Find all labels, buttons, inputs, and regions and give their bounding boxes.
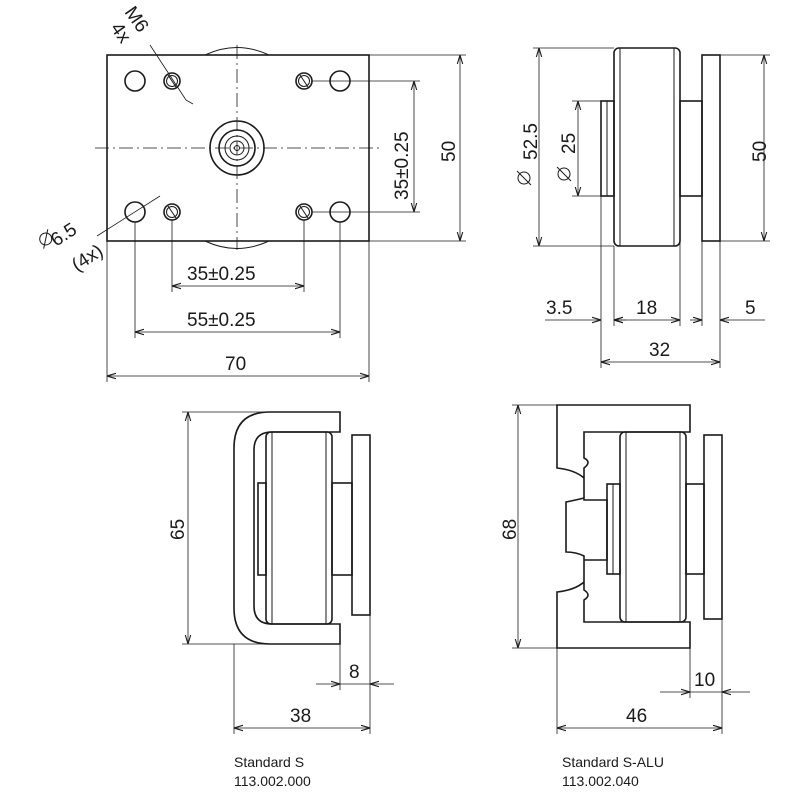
plate-thickness-label: 5 <box>745 298 756 319</box>
through-hole <box>124 70 146 92</box>
top-view: M6 4x 6.5 (4x) 35±0.25 50 35±0.25 55±0.2… <box>39 3 466 382</box>
roller-body <box>613 47 681 247</box>
axle-spacer <box>331 482 353 576</box>
model-name: Standard S <box>234 754 304 770</box>
height-label: 65 <box>168 519 189 540</box>
hole-spacing-vertical-label: 35±0.25 <box>392 131 413 200</box>
thread-leader <box>149 44 187 101</box>
diameter-symbol <box>516 170 532 186</box>
base-plate <box>703 434 723 620</box>
hole-leader <box>96 195 161 237</box>
plate-thickness-label: 8 <box>349 662 360 683</box>
part-number: 113.002.000 <box>234 773 311 789</box>
hole-spacing-inner-label: 35±0.25 <box>187 264 256 285</box>
base-plate-side <box>701 54 721 242</box>
left-offset-label: 3.5 <box>546 298 572 319</box>
hole-count-label: (4x) <box>68 241 107 276</box>
axle-spacer <box>685 483 705 575</box>
threaded-hole <box>295 72 313 90</box>
standard-s-view: 65 8 38 Standard S 113.002.000 <box>168 411 394 789</box>
center-axle <box>209 120 265 176</box>
threaded-hole <box>163 203 181 221</box>
threaded-hole <box>295 203 313 221</box>
height-label: 68 <box>500 519 521 540</box>
bracket-s-alu <box>556 404 691 649</box>
side-height-label: 50 <box>750 141 771 162</box>
depth-label: 38 <box>290 706 311 727</box>
diameter-symbol <box>556 166 572 182</box>
standard-s-alu-view: 68 10 46 Standard S-ALU 113.002.040 <box>500 404 750 789</box>
plate-height-label: 50 <box>439 141 460 162</box>
axle-stub <box>257 482 267 576</box>
total-depth-label: 32 <box>649 340 670 361</box>
depth-label: 46 <box>626 706 647 727</box>
hole-diameter-label: 6.5 <box>47 219 81 251</box>
axle-spacer <box>679 100 703 197</box>
model-name: Standard S-ALU <box>562 754 664 770</box>
part-number: 113.002.040 <box>562 773 639 789</box>
diameter-symbol <box>39 229 53 249</box>
plate-thickness-label: 10 <box>694 670 715 691</box>
plate-width-label: 70 <box>225 354 246 375</box>
hole-spacing-outer-label: 55±0.25 <box>187 310 256 331</box>
roller-width-label: 18 <box>636 298 657 319</box>
base-plate <box>351 434 371 616</box>
roller-body <box>619 431 687 623</box>
side-view: 52.5 25 50 3.5 18 5 32 <box>516 47 771 368</box>
inner-diameter-label: 25 <box>559 133 580 154</box>
outer-diameter-label: 52.5 <box>521 123 542 160</box>
roller-body <box>265 431 333 625</box>
threaded-hole <box>163 72 181 90</box>
bracket-s <box>233 411 341 645</box>
